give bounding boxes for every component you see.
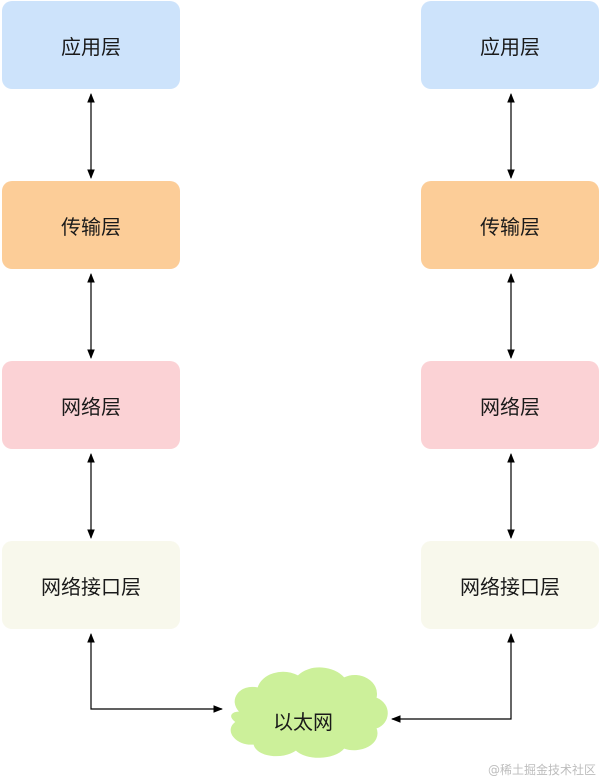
left-network-layer-label: 网络层 — [61, 394, 121, 419]
right-interface-layer-box: 网络接口层 — [421, 541, 599, 629]
left-arrow-interface-ethernet — [87, 633, 223, 713]
right-transport-layer-label: 传输层 — [480, 214, 540, 239]
right-arrow-interface-ethernet — [391, 633, 515, 723]
right-application-layer-label: 应用层 — [480, 34, 540, 59]
left-application-layer-box: 应用层 — [2, 1, 180, 89]
left-transport-layer-label: 传输层 — [61, 214, 121, 239]
ethernet-label: 以太网 — [273, 709, 333, 734]
right-network-layer-label: 网络层 — [480, 394, 540, 419]
left-application-layer-label: 应用层 — [61, 34, 121, 59]
left-network-layer-box: 网络层 — [2, 361, 180, 449]
right-interface-layer-label: 网络接口层 — [460, 574, 560, 599]
right-application-layer-box: 应用层 — [421, 1, 599, 89]
right-transport-layer-box: 传输层 — [421, 181, 599, 269]
right-network-layer-box: 网络层 — [421, 361, 599, 449]
ethernet-cloud — [230, 667, 388, 758]
left-interface-layer-label: 网络接口层 — [41, 574, 141, 599]
watermark-text: @稀土掘金技术社区 — [487, 763, 596, 777]
left-interface-layer-box: 网络接口层 — [2, 541, 180, 629]
left-transport-layer-box: 传输层 — [2, 181, 180, 269]
